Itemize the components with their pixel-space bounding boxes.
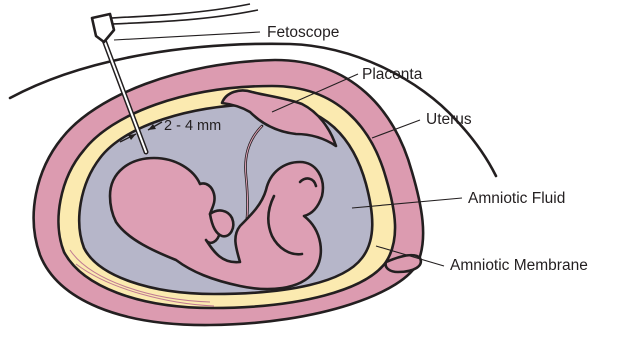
label-uterus: Uterus bbox=[426, 111, 472, 128]
leader-fetoscope bbox=[114, 32, 260, 40]
label-placenta: Placenta bbox=[362, 66, 423, 83]
label-fetoscope: Fetoscope bbox=[267, 24, 339, 41]
label-amniotic-fluid: Amniotic Fluid bbox=[468, 190, 565, 207]
label-amniotic-membrane: Amniotic Membrane bbox=[450, 257, 588, 274]
fetoscope-cable bbox=[110, 4, 250, 18]
measurement-label: 2 - 4 mm bbox=[164, 118, 221, 134]
